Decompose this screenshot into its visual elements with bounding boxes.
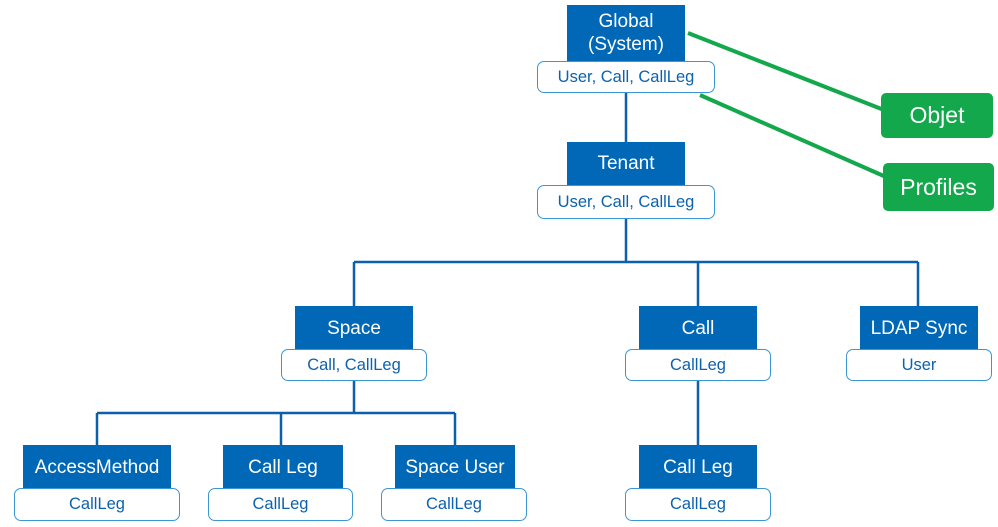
profile-box-space: Call, CallLeg [281, 349, 427, 381]
object-box-space-call-leg: Call Leg [223, 445, 343, 489]
object-box-call: Call [639, 306, 757, 350]
object-label-call: Call [681, 317, 715, 339]
profile-label-space: Call, CallLeg [307, 355, 401, 374]
profile-box-space-call-leg: CallLeg [208, 488, 353, 521]
profile-label-access-method: CallLeg [69, 495, 125, 513]
object-label-space-user: Space User [405, 456, 505, 478]
object-label-call-call-leg: Call Leg [663, 456, 733, 478]
profile-box-ldap-sync: User [846, 349, 992, 381]
profile-label-tenant: User, Call, CallLeg [557, 192, 695, 211]
object-label-access-method: AccessMethod [34, 456, 160, 478]
callout-profiles: Profiles [883, 163, 994, 211]
object-box-space: Space [295, 306, 413, 350]
profile-label-global: User, Call, CallLeg [557, 67, 695, 86]
callout-profiles-label: Profiles [900, 173, 977, 200]
object-label-global: Global (System) [588, 11, 664, 55]
profile-box-access-method: CallLeg [14, 488, 180, 521]
profile-box-global: User, Call, CallLeg [537, 61, 715, 93]
object-box-tenant: Tenant [567, 142, 685, 185]
object-label-tenant: Tenant [597, 153, 655, 174]
object-label-space: Space [327, 317, 381, 339]
profile-box-call: CallLeg [625, 349, 771, 381]
object-box-call-call-leg: Call Leg [639, 445, 757, 489]
profile-label-call: CallLeg [670, 355, 726, 374]
profile-label-space-call-leg: CallLeg [252, 495, 309, 513]
object-label-ldap-sync: LDAP Sync [870, 317, 968, 339]
pointer-to-profiles [699, 93, 887, 179]
profile-box-tenant: User, Call, CallLeg [537, 185, 715, 219]
profile-box-space-user: CallLeg [381, 488, 527, 521]
callout-objet-label: Objet [909, 102, 965, 128]
profile-label-ldap-sync: User [901, 355, 937, 374]
profile-box-call-call-leg: CallLeg [625, 488, 771, 521]
object-label-space-call-leg: Call Leg [248, 456, 318, 478]
object-box-space-user: Space User [395, 445, 515, 489]
object-box-global: Global (System) [567, 5, 685, 61]
profile-label-call-call-leg: CallLeg [670, 495, 726, 513]
object-box-ldap-sync: LDAP Sync [860, 306, 978, 350]
profile-label-space-user: CallLeg [426, 495, 482, 513]
object-box-access-method: AccessMethod [23, 445, 171, 489]
pointer-to-object [687, 31, 885, 112]
callout-objet: Objet [881, 93, 993, 138]
